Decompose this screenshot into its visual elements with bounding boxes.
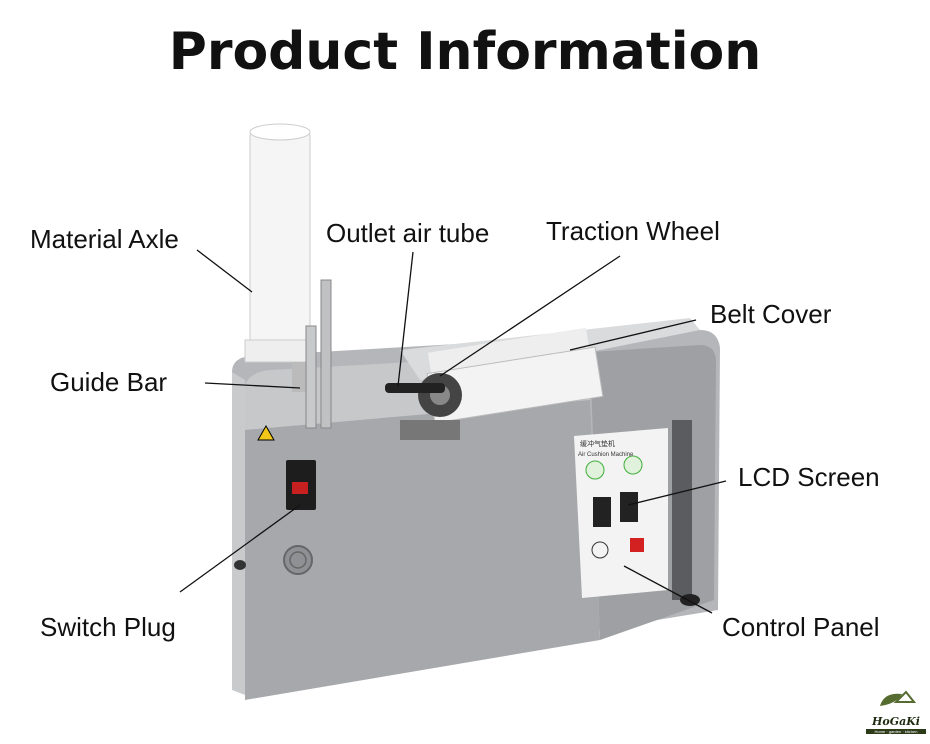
label-lcd-screen: LCD Screen: [738, 462, 880, 492]
leader-lines: [179, 249, 727, 614]
label-material-axle: Material Axle: [30, 224, 179, 254]
logo-name: HoGaKi: [872, 715, 920, 728]
label-outlet-air-tube: Outlet air tube: [326, 218, 490, 248]
machine-body: [232, 330, 720, 700]
label-switch-plug: Switch Plug: [40, 612, 176, 642]
label-belt-cover: Belt Cover: [710, 299, 832, 329]
label-traction-wheel: Traction Wheel: [546, 216, 720, 246]
control-panel-graphic: [574, 428, 668, 598]
material-axle: [244, 123, 316, 392]
logo-tagline: Home · garden · kitchen: [866, 729, 926, 734]
leaf-house-icon: [880, 690, 917, 706]
guide-bar: [320, 279, 332, 429]
label-guide-bar: Guide Bar: [50, 367, 168, 397]
page-title: Product Information: [168, 22, 762, 82]
panel-title-cn: 缓冲气垫机: [580, 439, 615, 448]
brand-logo: HoGaKi Home · garden · kitchen: [866, 688, 926, 734]
panel-title-en: Air Cushion Machine: [578, 452, 634, 458]
top-mechanism: [385, 318, 700, 440]
label-control-panel: Control Panel: [722, 612, 880, 642]
